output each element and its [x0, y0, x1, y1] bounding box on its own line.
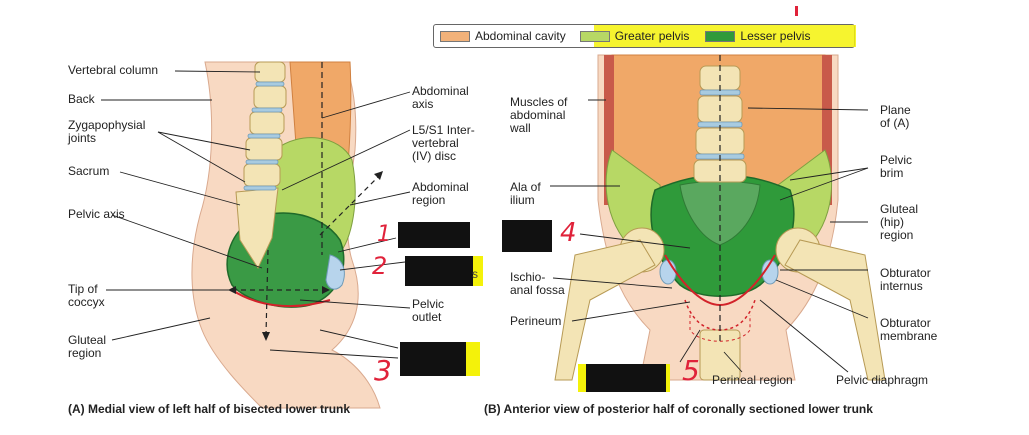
legend: Abdominal cavity Greater pelvis Lesser p… [433, 24, 856, 48]
label-gluteal-hip: Gluteal (hip) region [880, 202, 919, 242]
caption-b: (B) Anterior view of posterior half of c… [484, 402, 873, 416]
label-back: Back [68, 92, 95, 106]
label-zygapophysial: Zygapophysial joints [68, 118, 146, 145]
legend-label-greater: Greater pelvis [614, 29, 690, 43]
label-sacrum: Sacrum [68, 164, 110, 178]
swatch-abdominal [440, 30, 470, 42]
red-tick-mark [795, 6, 798, 16]
legend-item-lesser: Lesser pelvis [705, 29, 810, 43]
label-plane: Plane of (A) [880, 103, 911, 130]
handwritten-4: 4 [560, 218, 577, 248]
label-obturator-membrane: Obturator membrane [880, 316, 938, 343]
redaction-2 [405, 256, 473, 286]
redaction-3 [400, 342, 466, 376]
caption-a: (A) Medial view of left half of bisected… [68, 402, 351, 416]
handwritten-5: 5 [682, 354, 700, 387]
label-pelvic-diaphragm: Pelvic diaphragm [836, 373, 929, 387]
label-pelvic-outlet: Pelvic outlet [412, 297, 445, 324]
handwritten-3: 3 [374, 354, 392, 387]
redaction-5 [586, 364, 666, 392]
swatch-lesser [705, 30, 736, 42]
label-abdominal-axis: Abdominal axis [412, 84, 469, 111]
label-perineum: Perineum [510, 314, 562, 328]
redaction-1 [398, 222, 470, 248]
legend-label-lesser: Lesser pelvis [740, 29, 811, 43]
label-perineal-region: Perineal region [712, 373, 793, 387]
label-ala: Ala of ilium [510, 180, 541, 207]
label-pelvic-axis: Pelvic axis [68, 207, 125, 221]
label-tip-coccyx: Tip of coccyx [68, 282, 105, 309]
label-vertebral-column: Vertebral column [68, 63, 159, 77]
legend-label-abdominal: Abdominal cavity [475, 29, 566, 43]
legend-item-abdominal: Abdominal cavity [440, 29, 566, 43]
handwritten-2: 2 [372, 252, 388, 280]
label-gluteal-region: Gluteal region [68, 333, 107, 360]
label-l5s1: L5/S1 Inter- vertebral (IV) disc [412, 123, 475, 163]
legend-item-greater: Greater pelvis [579, 29, 690, 43]
label-pelvic-brim: Pelvic brim [880, 153, 913, 180]
partial-text: s [472, 267, 478, 281]
handwritten-1: 1 [377, 222, 391, 247]
redaction-4 [502, 220, 552, 252]
swatch-greater [579, 30, 610, 42]
label-ischio: Ischio- anal fossa [510, 270, 565, 297]
label-abdominal-region: Abdominal region [412, 180, 469, 207]
label-muscles: Muscles of abdominal wall [510, 95, 568, 135]
label-obturator-internus: Obturator internus [880, 266, 931, 293]
